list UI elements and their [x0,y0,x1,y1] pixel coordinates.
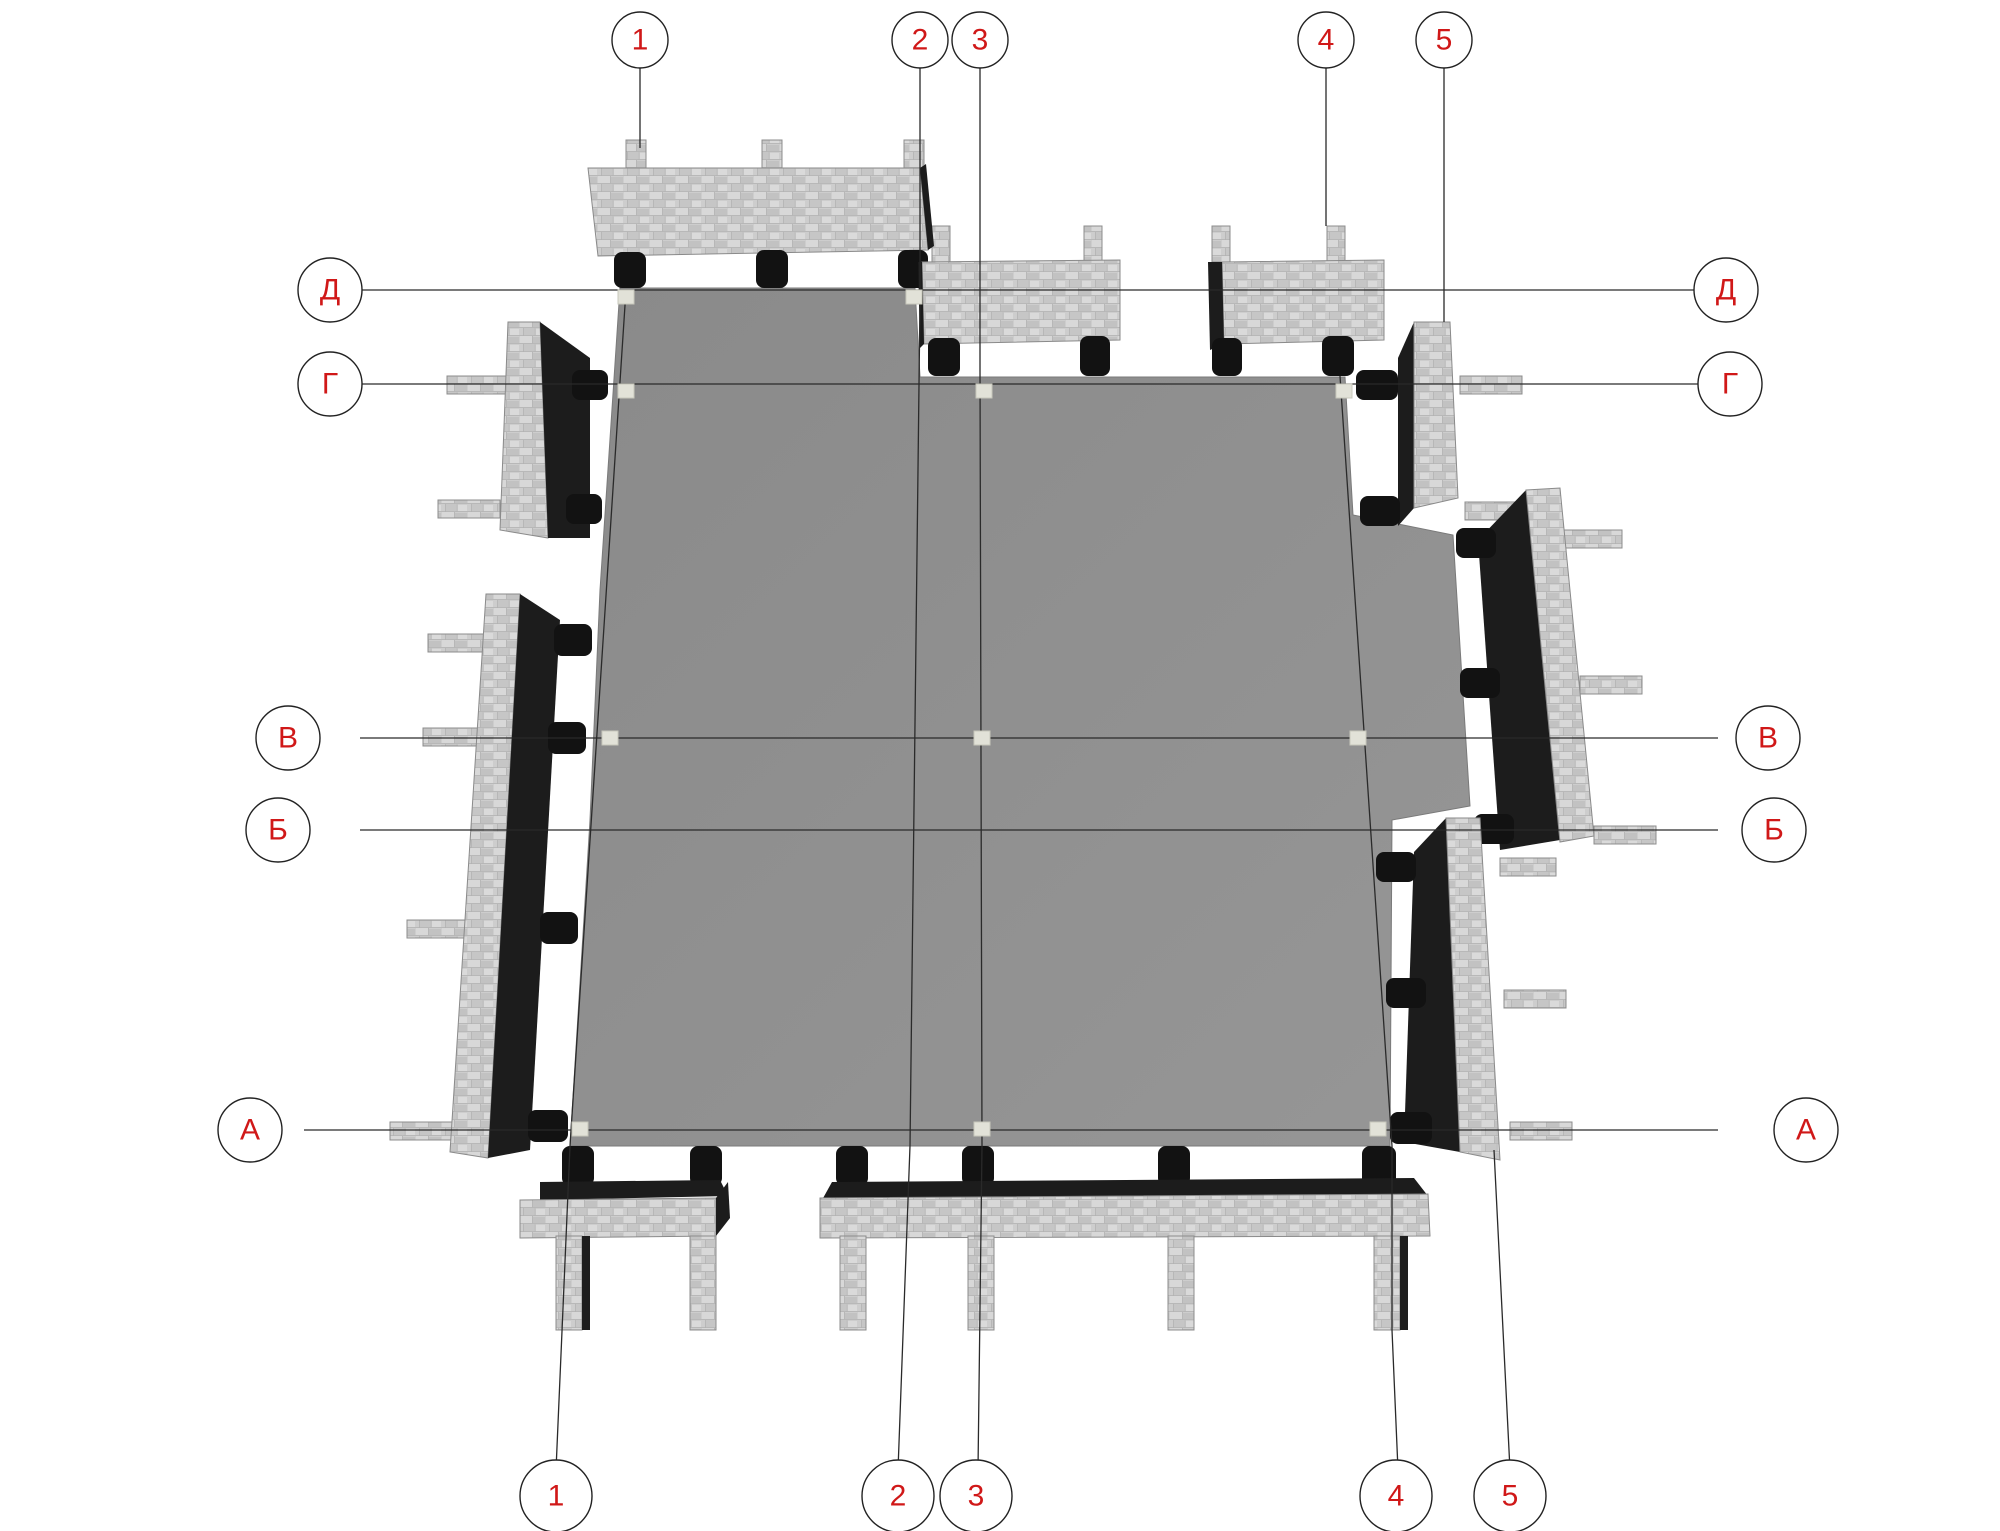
svg-text:3: 3 [972,24,989,57]
axis-bubble-top-4: 4 [1297,11,1355,69]
svg-text:Г: Г [1722,368,1738,401]
svg-text:Д: Д [1716,274,1736,307]
wall-stubs [389,139,1657,1141]
wall-right-lower [1376,817,1501,1161]
wall-left-upper [499,321,608,539]
wall-top-right [1208,259,1385,376]
wall-top-middle [918,259,1121,376]
axis-bubble-left-А: А [217,1097,283,1163]
svg-text:1: 1 [548,1480,565,1513]
axis-bubble-top-1: 1 [611,11,669,69]
axis-bubble-bottom-2: 2 [861,1459,935,1531]
gridline-axis-2 [897,66,921,1471]
axis-bubble-left-Г: Г [297,351,363,417]
svg-text:Г: Г [322,368,338,401]
axis-bubble-top-3: 3 [951,11,1009,69]
axis-bubble-left-Д: Д [297,257,363,323]
gridline-axis-4 [1325,66,1399,1471]
wall-right-upper [1356,321,1459,526]
axis-bubble-right-Д: Д [1693,257,1759,323]
svg-text:А: А [1796,1114,1816,1147]
foundation-slab [569,287,1471,1147]
svg-text:4: 4 [1388,1480,1405,1513]
axis-bubble-bottom-5: 5 [1473,1459,1547,1531]
wall-left-lower [449,593,592,1159]
axis-bubble-top-2: 2 [891,11,949,69]
gridline-axis-1 [555,66,641,1471]
svg-text:2: 2 [890,1480,907,1513]
axis-bubble-bottom-3: 3 [939,1459,1013,1531]
axis-bubble-right-Г: Г [1697,351,1763,417]
svg-text:5: 5 [1502,1480,1519,1513]
axis-bubble-right-В: В [1735,705,1801,771]
axis-bubble-left-В: В [255,705,321,771]
wall-bottom-left [519,1146,730,1331]
axis-bubble-right-Б: Б [1741,797,1807,863]
axis-bubble-left-Б: Б [245,797,311,863]
gridline-axis-3 [977,66,983,1471]
svg-text:5: 5 [1436,24,1453,57]
axis-bubble-top-5: 5 [1415,11,1473,69]
svg-text:В: В [1758,722,1778,755]
wall-top-left [587,164,934,288]
svg-text:2: 2 [912,24,929,57]
wall-bottom-right [819,1146,1431,1331]
grid-lines [304,66,1718,1471]
wall-right-middle [1456,487,1595,850]
grid-nodes [571,289,1387,1137]
svg-text:3: 3 [968,1480,985,1513]
svg-text:В: В [278,722,298,755]
svg-text:А: А [240,1114,260,1147]
svg-text:Б: Б [1764,814,1784,847]
gridline-axis-5 [1443,66,1511,1471]
axis-bubble-right-А: А [1773,1097,1839,1163]
svg-text:Д: Д [320,274,340,307]
axis-bubble-bottom-1: 1 [519,1459,593,1531]
svg-text:4: 4 [1318,24,1335,57]
axis-bubble-bottom-4: 4 [1359,1459,1433,1531]
svg-text:Б: Б [268,814,288,847]
svg-text:1: 1 [632,24,649,57]
